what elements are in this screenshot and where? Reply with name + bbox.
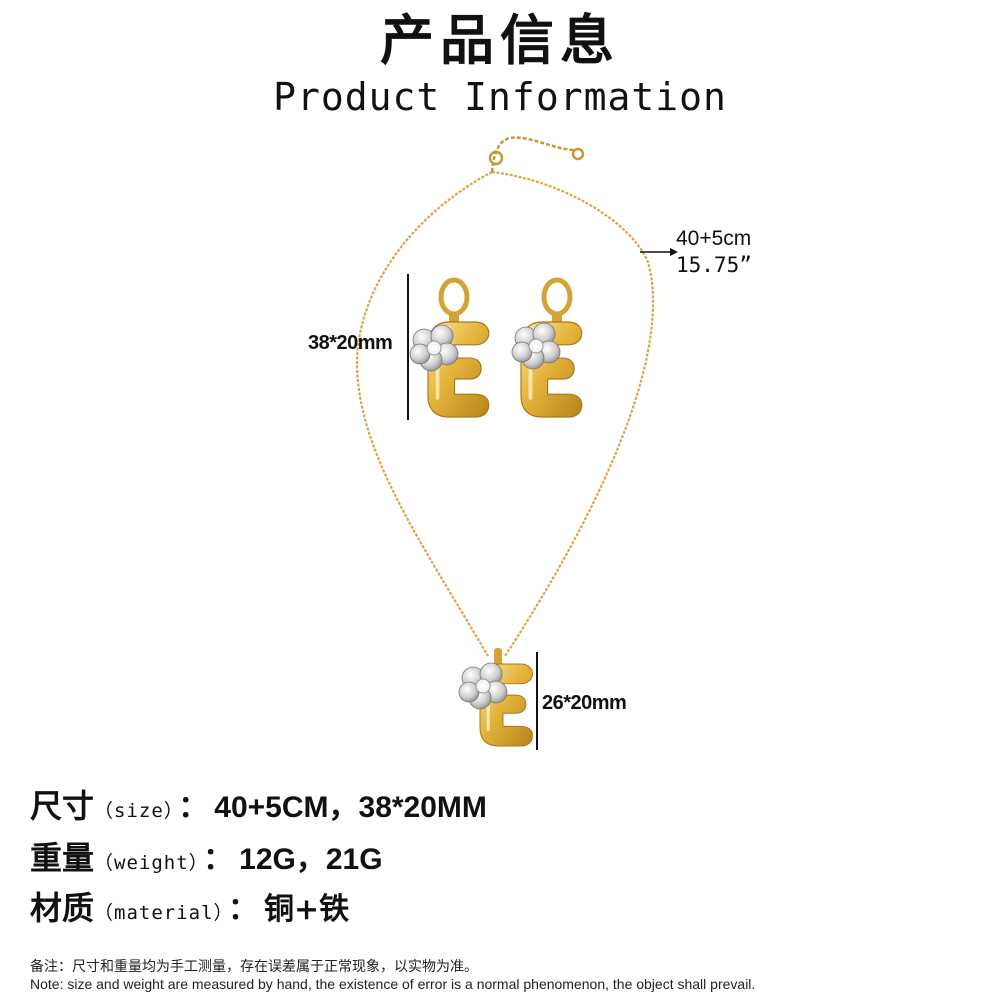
spec-size-label-cn: 尺寸: [30, 787, 95, 825]
spec-weight-label-en: （weight）: [94, 852, 200, 874]
necklace-chain: [355, 171, 493, 657]
clasp-icon: [488, 150, 504, 166]
letter-e-earring-icon: [409, 277, 491, 419]
spec-weight-label-cn: 重量: [30, 839, 95, 877]
chain-length-inch: 15.75”: [676, 253, 752, 277]
extender-chain: [490, 136, 576, 173]
note-en: Note: size and weight are measured by ha…: [30, 976, 756, 992]
page-title-en: Product Information: [273, 75, 727, 119]
page-title-cn: 产品信息: [380, 8, 620, 72]
spec-size-value: 40+5CM，38*20MM: [214, 791, 487, 824]
pendant-size-label: 26*20mm: [542, 692, 627, 714]
spec-material-label-en: （material）: [94, 902, 225, 924]
earring-size-label: 38*20mm: [308, 332, 393, 354]
spec-material-value: 铜+铁: [264, 892, 350, 927]
spec-colon: ：: [178, 790, 209, 825]
spec-colon: ：: [228, 892, 259, 927]
spec-weight-row: 重量（weight）：12G，21G: [30, 836, 383, 886]
spec-colon: ：: [203, 842, 234, 877]
chain-length-cm: 40+5cm: [676, 227, 752, 250]
spec-size-row: 尺寸（size）：40+5CM，38*20MM: [30, 784, 487, 834]
spec-weight-value: 12G，21G: [239, 843, 383, 876]
spec-material-row: 材质（material）：铜+铁: [30, 886, 349, 936]
spec-size-label-en: （size）: [94, 800, 175, 822]
note-cn: 备注：尺寸和重量均为手工测量，存在误差属于正常现象，以实物为准。: [30, 959, 478, 975]
letter-e-earring-icon: [511, 277, 584, 419]
letter-e-pendant-icon: [458, 648, 535, 748]
spec-material-label-cn: 材质: [30, 889, 95, 927]
